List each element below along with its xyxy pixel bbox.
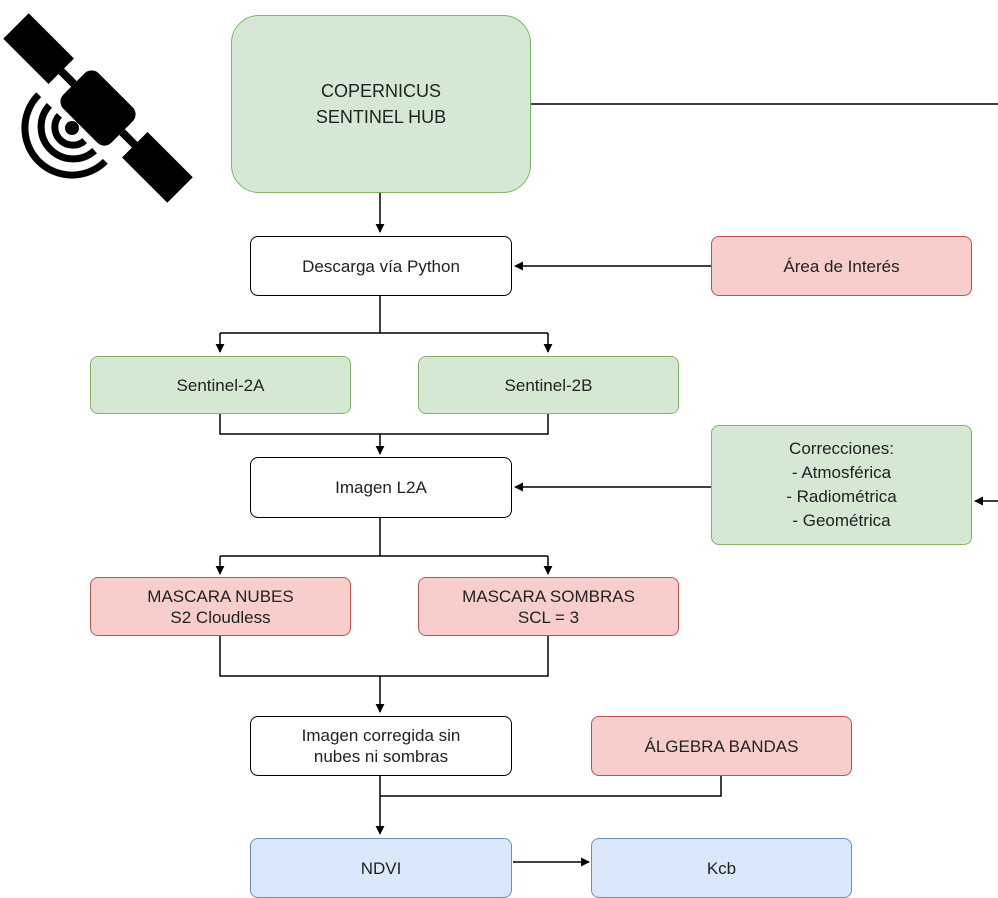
ndvi-node: NDVI	[250, 838, 512, 898]
satellite-icon	[3, 13, 193, 203]
mascara-nubes-node: MASCARA NUBES S2 Cloudless	[90, 577, 351, 636]
algebra-bandas-node: ÁLGEBRA BANDAS	[591, 716, 852, 776]
kcb-node: Kcb	[591, 838, 852, 898]
sentinel-2a-node: Sentinel-2A	[90, 356, 351, 414]
copernicus-sentinel-hub-node: COPERNICUS SENTINEL HUB	[231, 15, 531, 193]
area-interes-node: Área de Interés	[711, 236, 972, 296]
imagen-l2a-node: Imagen L2A	[250, 457, 512, 518]
descarga-python-node: Descarga vía Python	[250, 236, 512, 296]
mascara-sombras-node: MASCARA SOMBRAS SCL = 3	[418, 577, 679, 636]
imagen-corregida-node: Imagen corregida sin nubes ni sombras	[250, 716, 512, 776]
correcciones-node: Correcciones: - Atmosférica - Radiométri…	[711, 425, 972, 545]
sentinel-2b-node: Sentinel-2B	[418, 356, 679, 414]
